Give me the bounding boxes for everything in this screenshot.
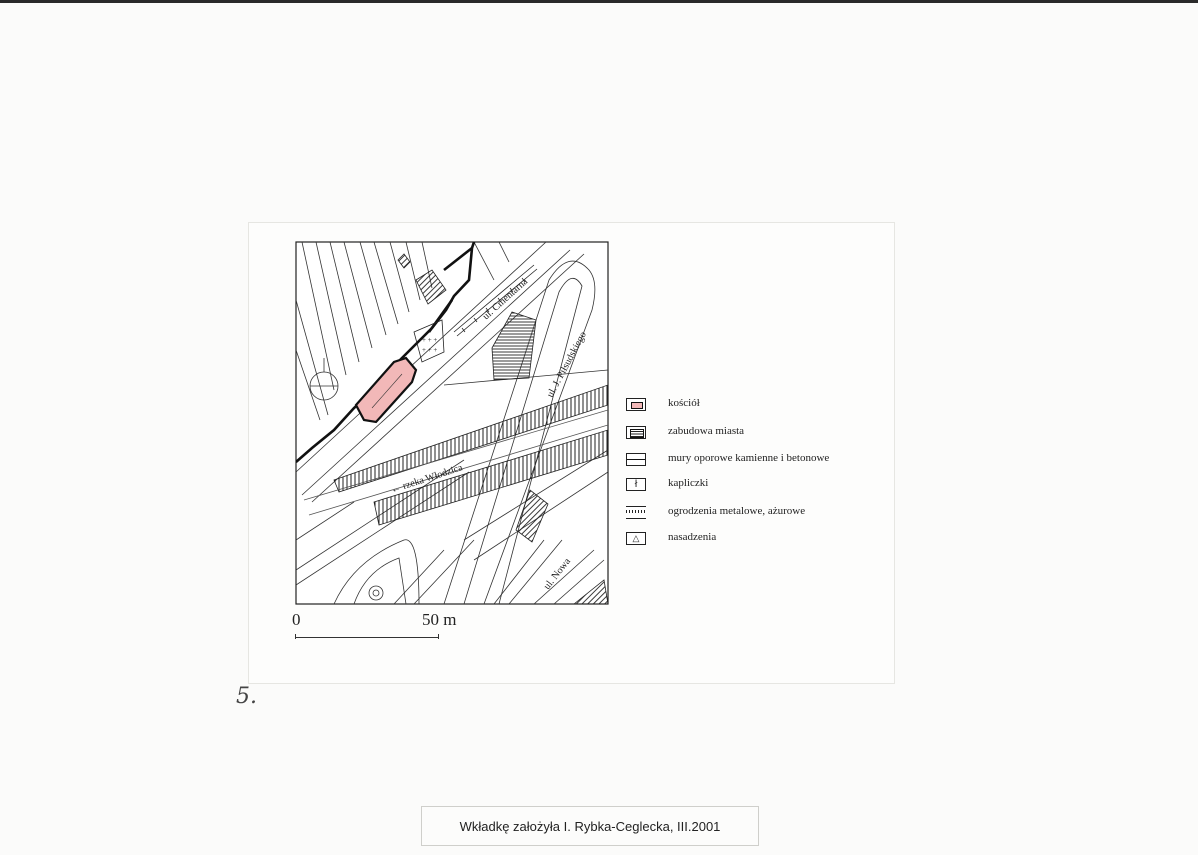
legend-label: kapliczki (668, 477, 709, 489)
cemetery-area: + + + + + + (413, 319, 445, 363)
credit-text: Wkładkę założyła I. Rybka-Ceglecka, III.… (459, 818, 721, 834)
metal-fence (453, 264, 538, 337)
river-wlodzica (303, 384, 608, 526)
town-buildings (397, 253, 608, 604)
legend-label: kościół (668, 397, 700, 409)
scale-tick (295, 634, 296, 639)
svg-text:+ + +: + + + (422, 336, 437, 344)
legend-label: ogrodzenia metalowe, ażurowe (668, 505, 806, 517)
site-plan-map: + + + + + + ul. Cmentarna ul. J. Piłsuds… (295, 241, 609, 605)
fountain (368, 585, 384, 601)
scale-bar: 0 50 m (292, 610, 462, 650)
scale-tick (438, 634, 439, 639)
plant-swatch-icon: △ (626, 532, 646, 545)
svg-text:+ + +: + + + (422, 346, 437, 354)
scale-line (295, 637, 439, 638)
chapel-swatch-icon: ł (626, 478, 646, 491)
top-border (0, 0, 1198, 3)
church-building (354, 356, 418, 424)
roundabout (309, 358, 339, 401)
hatched-swatch-icon (626, 426, 646, 439)
church-swatch-icon (626, 398, 646, 411)
retaining-wall (296, 242, 476, 463)
legend-label: nasadzenia (668, 531, 717, 543)
page-number: 5. (236, 684, 257, 709)
road-pilsudskiego (443, 260, 596, 604)
legend-label: mury oporowe kamienne i betonowe (668, 452, 830, 464)
legend-label: zabudowa miasta (668, 425, 745, 437)
scale-zero-label: 0 (292, 610, 301, 629)
scale-fifty-label: 50 m (422, 610, 457, 629)
credit-note: Wkładkę założyła I. Rybka-Ceglecka, III.… (421, 806, 759, 846)
fence-swatch-icon (626, 506, 646, 519)
wall-swatch-icon (626, 453, 646, 466)
